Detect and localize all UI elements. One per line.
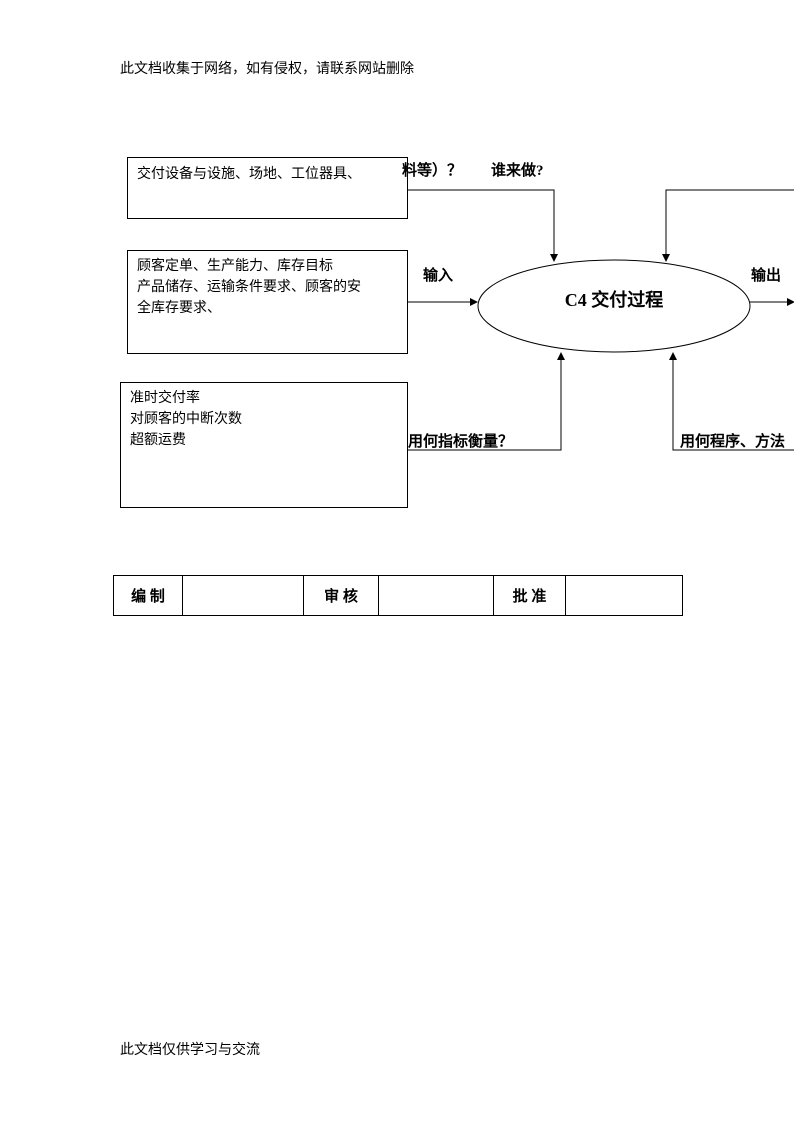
- header-note: 此文档收集于网络，如有侵权，请联系网站删除: [120, 61, 414, 77]
- metrics-line: 超额运费: [130, 432, 186, 448]
- arrow-measure: [408, 352, 565, 451]
- process-ellipse: [477, 259, 751, 353]
- inputs-line: 全库存要求、: [137, 300, 221, 316]
- compile-cell: [182, 575, 304, 616]
- approval-table: 编 制 审 核 批 准: [113, 575, 683, 616]
- review-cell: [378, 575, 494, 616]
- resources-line: 交付设备与设施、场地、工位器具、: [137, 166, 361, 182]
- inputs-line: 顾客定单、生产能力、库存目标: [137, 258, 333, 274]
- arrow-who: [662, 189, 794, 262]
- resources-box: 交付设备与设施、场地、工位器具、: [127, 157, 408, 219]
- approval-row: 编 制 审 核 批 准: [113, 575, 683, 616]
- review-label: 审 核: [303, 575, 379, 616]
- footer-note: 此文档仅供学习与交流: [120, 1042, 260, 1058]
- measure-label: 用何指标衡量？: [408, 434, 514, 450]
- output-label: 输出: [751, 268, 782, 284]
- approve-cell: [565, 575, 683, 616]
- arrow-resources: [408, 189, 558, 262]
- approve-label: 批 准: [493, 575, 566, 616]
- compile-label: 编 制: [113, 575, 183, 616]
- input-label: 输入: [423, 268, 454, 284]
- metrics-line: 对顾客的中断次数: [130, 411, 242, 427]
- inputs-box: 顾客定单、生产能力、库存目标 产品储存、运输条件要求、顾客的安 全库存要求、: [127, 250, 408, 354]
- process-label: C4 交付过程: [564, 290, 664, 310]
- arrow-method: [669, 352, 794, 451]
- metrics-box: 准时交付率 对顾客的中断次数 超额运费: [120, 382, 408, 508]
- metrics-line: 准时交付率: [130, 390, 200, 406]
- inputs-line: 产品储存、运输条件要求、顾客的安: [137, 279, 361, 295]
- who-label: 谁来做?: [491, 163, 544, 179]
- method-label: 用何程序、方法: [680, 434, 786, 450]
- resources-tail-label: 料等）？: [402, 163, 463, 179]
